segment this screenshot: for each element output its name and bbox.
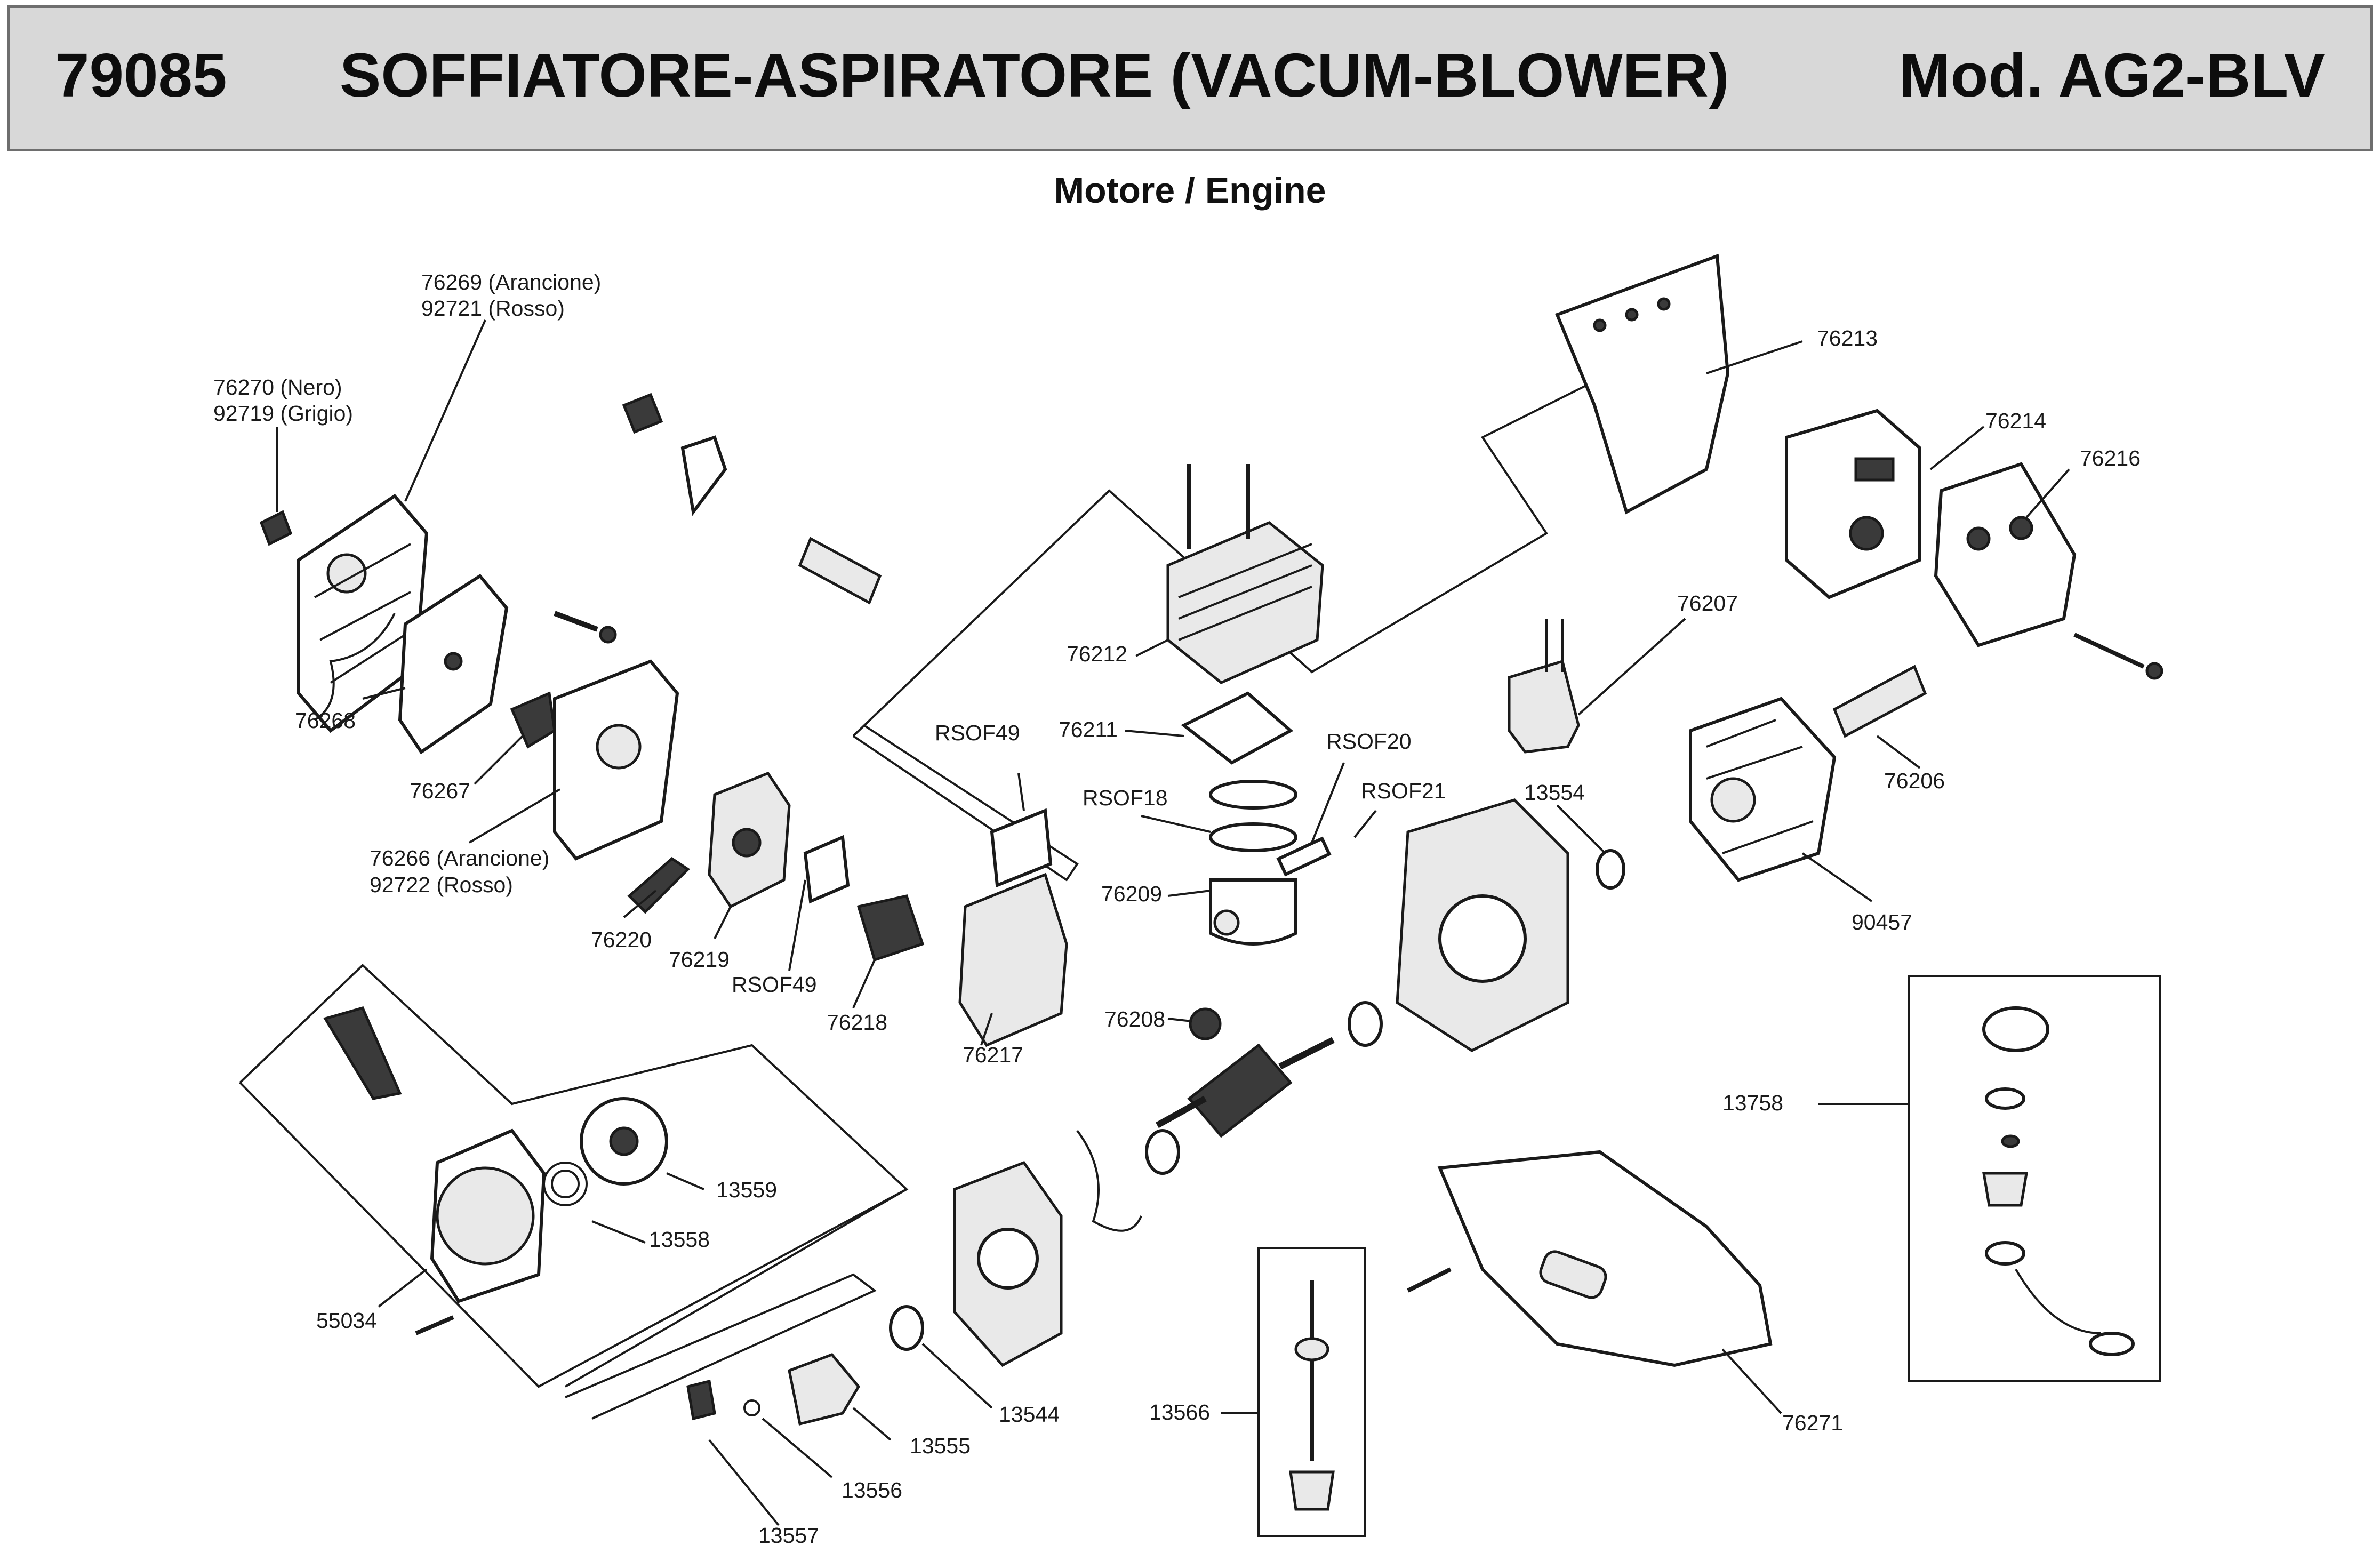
crank-bearings: [1145, 1001, 1383, 1175]
pawl-frame: [565, 1273, 877, 1420]
label-13559: 13559: [716, 1178, 777, 1202]
catalog-title: SOFFIATORE-ASPIRATORE (VACUM-BLOWER): [340, 41, 1729, 110]
air-filter-cover: [297, 494, 429, 733]
carb-gasket: [803, 835, 850, 904]
model-name: Mod. AG2-BLV: [1898, 41, 2325, 110]
flywheel-shaft: [1832, 665, 1927, 738]
leader-lines: [276, 319, 2070, 1526]
label-76271: 76271: [1782, 1411, 1843, 1435]
flywheel-washer: [1596, 849, 1625, 890]
label-92722: 92722 (Rosso): [370, 872, 513, 897]
fuel-cap-frame: [1908, 975, 2161, 1382]
muffler-shield: [1555, 253, 1730, 515]
label-76218: 76218: [827, 1010, 887, 1035]
label-76269: 76269 (Arancione): [421, 270, 601, 294]
label-13557: 13557: [758, 1523, 819, 1545]
label-76211: 76211: [1059, 717, 1118, 742]
label-rsof49-upper: RSOF49: [935, 721, 1020, 745]
label-76219: 76219: [669, 947, 730, 972]
label-76216: 76216: [2080, 446, 2141, 470]
air-filter-element: [398, 574, 509, 755]
needle-bearing: [1189, 1007, 1222, 1040]
label-76206: 76206: [1884, 769, 1945, 793]
spark-plug: [798, 537, 882, 605]
intake-manifold: [856, 894, 925, 962]
label-76267: 76267: [410, 779, 470, 803]
pawl-spring: [743, 1399, 760, 1416]
piston: [1209, 878, 1297, 946]
piston-rings: [1209, 780, 1297, 852]
choke-lever: [627, 856, 690, 914]
starter-housing: [430, 1128, 546, 1303]
insulator-gasket: [990, 808, 1053, 888]
starter-spring: [543, 1162, 588, 1206]
header-bar: 79085 SOFFIATORE-ASPIRATORE (VACUM-BLOWE…: [7, 5, 2373, 151]
starter-handle: [323, 1006, 402, 1100]
label-76213: 76213: [1817, 326, 1878, 350]
starter-pawl: [788, 1353, 861, 1426]
crank-seal-left: [889, 1305, 924, 1351]
spark-plug-cap: [622, 393, 663, 434]
muffler-bolt: [2073, 633, 2163, 680]
label-13554: 13554: [1524, 780, 1585, 805]
label-13758: 13758: [1722, 1091, 1783, 1115]
pawl-clip: [686, 1379, 716, 1421]
primer-bulb: [1289, 1280, 1335, 1511]
label-13555: 13555: [910, 1434, 971, 1458]
crankshaft: [1156, 1037, 1335, 1138]
label-rsof49-lower: RSOF49: [732, 972, 817, 997]
label-90457: 90457: [1852, 910, 1912, 934]
muffler-cover: [1934, 462, 2077, 647]
fuel-cap: [1982, 1006, 2135, 1356]
cylinder-bolts: [1187, 464, 1250, 549]
filter-bracket: [510, 691, 556, 749]
carburettor: [708, 771, 791, 909]
label-13558: 13558: [649, 1227, 710, 1252]
label-76214: 76214: [1985, 409, 2046, 433]
crankcase-right: [1396, 798, 1569, 1052]
section-title: Motore / Engine: [1054, 170, 1326, 211]
label-76268: 76268: [295, 708, 356, 733]
starter-pulley: [580, 1097, 668, 1186]
label-76270: 76270 (Nero): [213, 375, 342, 399]
label-13556: 13556: [842, 1478, 902, 1502]
muffler: [1785, 409, 1921, 599]
starter-screw: [415, 1315, 454, 1335]
filter-bolt: [554, 611, 617, 644]
starter-frame: [239, 964, 909, 1388]
label-rsof20: RSOF20: [1326, 729, 1412, 754]
flywheel: [1689, 697, 1837, 882]
catalog-code: 79085: [55, 41, 227, 110]
ignition-coil: [1508, 619, 1580, 754]
insulator-block: [958, 872, 1068, 1047]
spark-plug-boot: [680, 435, 727, 516]
label-76209: 76209: [1101, 882, 1162, 906]
label-13566: 13566: [1149, 1400, 1210, 1424]
tank-screw: [1407, 1267, 1452, 1293]
case-gasket: [1076, 1130, 1142, 1232]
cylinder-top-frame: [852, 378, 1600, 737]
label-76220: 76220: [591, 927, 652, 952]
label-76266: 76266 (Arancione): [370, 846, 549, 870]
label-55034: 55034: [316, 1308, 377, 1333]
starter-inner-frame: [564, 1188, 908, 1388]
label-rsof18: RSOF18: [1083, 786, 1168, 810]
crankcase-left: [953, 1160, 1063, 1367]
label-76217: 76217: [963, 1043, 1023, 1067]
piston-pin: [1276, 836, 1332, 877]
label-76207: 76207: [1677, 591, 1738, 615]
label-76208: 76208: [1104, 1007, 1165, 1031]
label-92719: 92719 (Grigio): [213, 401, 353, 426]
label-76212: 76212: [1067, 642, 1127, 666]
cylinder-gasket: [1181, 691, 1294, 765]
label-rsof21: RSOF21: [1361, 779, 1446, 803]
primer-frame: [1257, 1247, 1366, 1537]
filter-base: [553, 659, 679, 861]
label-92721: 92721 (Rosso): [421, 296, 565, 321]
filter-knob: [259, 510, 293, 546]
cylinder-group-frame: [852, 724, 1079, 882]
fuel-tank: [1437, 1150, 1773, 1367]
label-13544: 13544: [999, 1402, 1060, 1427]
